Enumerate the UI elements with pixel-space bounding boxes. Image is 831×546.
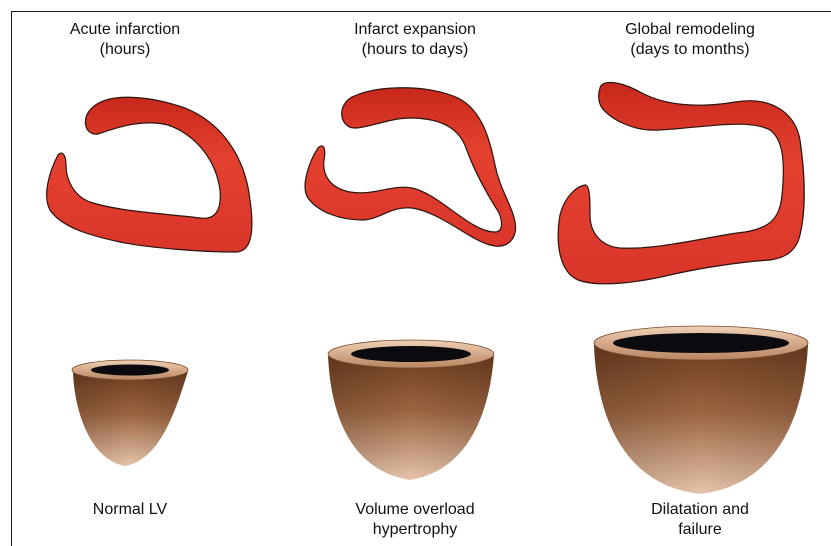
cup-cavity — [613, 333, 789, 353]
myocardium-remodeling — [558, 82, 804, 283]
cup-cavity — [91, 365, 169, 376]
myocardium-expansion — [305, 88, 515, 246]
ventricle-label-normal: Normal LV — [50, 500, 210, 520]
ventricle-label-line2: failure — [600, 520, 800, 540]
myocardium-acute — [47, 97, 252, 252]
ventricle-label-dilatation: Dilatation and failure — [600, 500, 800, 540]
cup-cavity — [351, 346, 471, 362]
normal-lv-ventricle — [72, 360, 188, 466]
ventricle-label-line2: hypertrophy — [320, 520, 510, 540]
ventricle-label-hypertrophy: Volume overload hypertrophy — [320, 500, 510, 540]
dilated-ventricle — [594, 326, 808, 494]
hypertrophy-ventricle — [328, 340, 494, 480]
ventricle-label-line1: Volume overload — [320, 500, 510, 520]
ventricle-label-line1: Normal LV — [50, 500, 210, 520]
ventricle-label-line1: Dilatation and — [600, 500, 800, 520]
